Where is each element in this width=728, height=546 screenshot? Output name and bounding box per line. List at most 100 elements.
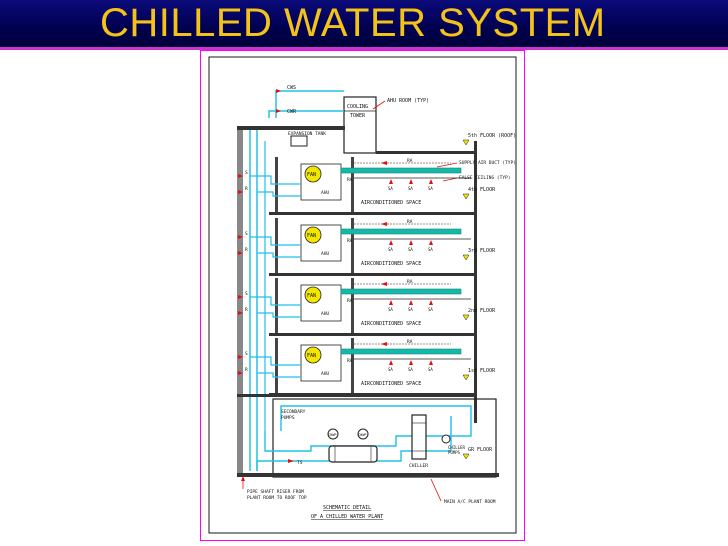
ra-arrow [381, 161, 387, 165]
r-label: R [245, 186, 248, 192]
ra-label-ahu: RA [347, 298, 353, 304]
sa-label: SA [408, 186, 413, 191]
ra-arrow [381, 222, 387, 226]
slide-title: CHILLED WATER SYSTEM [100, 1, 606, 45]
chilled-water-schematic: COOLING TOWER EXPANSION TANK CWS CWR AHU… [208, 56, 517, 534]
floor-slab [269, 333, 477, 336]
main-plant-room-label: MAIN A/C PLANT ROOM [444, 499, 496, 505]
ahu-box [300, 224, 342, 262]
fan-label: FAN [307, 233, 316, 239]
cwr-line [268, 110, 344, 118]
sa-label: SA [408, 367, 413, 372]
chwp-pump-1 [327, 428, 339, 440]
cooling-tower-label-1: COOLING [347, 104, 368, 110]
return-arrow [238, 371, 243, 375]
chw-return-branch [257, 191, 301, 197]
supply-air-arrow [429, 179, 433, 184]
floor-level-label: 2nd FLOOR [468, 308, 496, 314]
pipe-shaft-label-1: PIPE SHAFT RISER FROM [247, 489, 304, 495]
fan-label: FAN [307, 172, 316, 178]
supply-air-duct [340, 348, 462, 355]
chiller-unit [411, 414, 427, 460]
ahu-label: AHU [321, 190, 329, 196]
chw-supply-branch [250, 356, 301, 366]
plant-room [272, 398, 497, 478]
sa-label: SA [428, 307, 433, 312]
supply-air-arrow [409, 300, 413, 305]
chw-return-branch [257, 252, 301, 258]
ahu-room-wall-right [351, 278, 354, 333]
chwp-pump-2 [357, 428, 369, 440]
sa-label: SA [388, 307, 393, 312]
supply-air-duct [340, 288, 462, 295]
fan-icon [304, 286, 322, 304]
supply-air-arrow [429, 240, 433, 245]
false-ceiling-label: FALSE CEILING (TYP) [459, 175, 510, 181]
cooling-tower [343, 96, 377, 154]
cwr-label: CWR [287, 109, 297, 115]
supply-arrow [238, 174, 243, 178]
supply-air-arrow [389, 360, 393, 365]
s-label: S [245, 170, 248, 176]
plant-room-slab [237, 394, 477, 397]
chw-supply-branch [250, 236, 301, 246]
supply-air-arrow [429, 360, 433, 365]
sa-label: SA [388, 367, 393, 372]
ra-arrow [381, 342, 387, 346]
gr-floor-slab [237, 473, 499, 477]
floor-label-roof: 5th FLOOR (ROOF) [468, 133, 516, 139]
chw-return-branch [257, 312, 301, 318]
supply-air-arrow [409, 179, 413, 184]
chiller-pumps-label-1: CHILLER [448, 445, 465, 450]
secondary-pumps-label-2: PUMPS [281, 415, 295, 421]
s-label: S [245, 291, 248, 297]
plant-supply-pipe [264, 405, 472, 452]
sa-label: SA [428, 247, 433, 252]
r-label: R [245, 307, 248, 313]
cws-arrow [276, 89, 281, 93]
secondary-pumps-label-1: SECONDARY [281, 409, 306, 415]
cwr-arrow [276, 109, 281, 113]
ahu-label: AHU [321, 251, 329, 257]
ra-label: RA [407, 158, 413, 164]
floor-slab [269, 212, 477, 215]
ra-label-ahu: RA [347, 358, 353, 364]
expansion-tank [290, 135, 308, 147]
chwp-label-2: CHWP [358, 433, 366, 437]
s-label: S [245, 231, 248, 237]
r-label: R [245, 367, 248, 373]
ra-arrow [381, 282, 387, 286]
airconditioned-space-label: AIRCONDITIONED SPACE [361, 381, 421, 387]
supply-arrow [238, 355, 243, 359]
pipe-shaft-label-2: PLANT ROOM TO ROOF TOP [247, 495, 307, 501]
gr-floor-label: GR FLOOR [468, 447, 493, 453]
title-divider [0, 47, 728, 50]
return-arrow [238, 190, 243, 194]
r-label: R [245, 247, 248, 253]
fan-label: FAN [307, 353, 316, 359]
floor-level-marker [462, 254, 470, 261]
cws-label: CWS [287, 85, 296, 91]
airconditioned-space-label: AIRCONDITIONED SPACE [361, 321, 421, 327]
floor-level-marker [462, 374, 470, 381]
fan-icon [304, 165, 322, 183]
plant-return-pipe [256, 416, 452, 471]
chwp-label-1: CHWP [328, 433, 336, 437]
ra-label: RA [407, 339, 413, 345]
caption-line-2: OF A CHILLED WATER PLANT [311, 514, 383, 520]
fan-label: FAN [307, 293, 316, 299]
roof-slab-right [376, 151, 477, 154]
sa-label: SA [388, 247, 393, 252]
supply-air-duct [340, 167, 462, 174]
ra-label: RA [407, 279, 413, 285]
ahu-room-wall-right [351, 218, 354, 273]
return-arrow [238, 251, 243, 255]
fan-icon [304, 226, 322, 244]
sa-label: SA [408, 307, 413, 312]
sa-label: SA [428, 186, 433, 191]
ahu-room-label: AHU ROOM (TYP) [387, 98, 429, 104]
chiller-label: CHILLER [409, 463, 428, 469]
floor-level-marker [462, 314, 470, 321]
sa-label: SA [388, 186, 393, 191]
floor-level-label: 3rd FLOOR [468, 248, 496, 254]
